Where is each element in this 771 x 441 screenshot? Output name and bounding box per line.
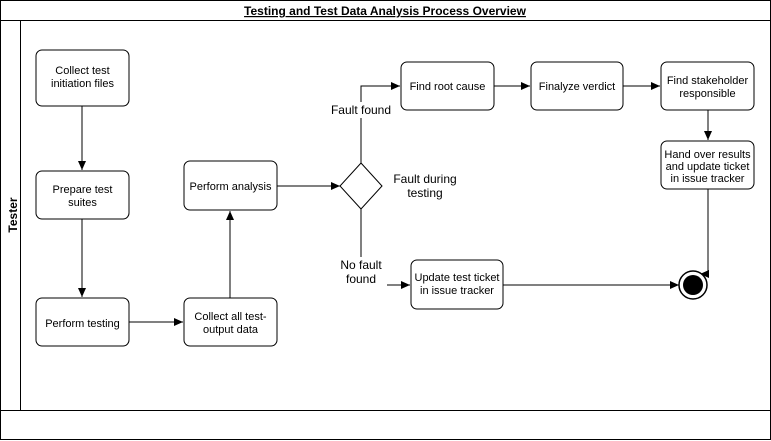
node-label-line: Find stakeholder [667,75,749,87]
node-perform-analysis: Perform analysis [183,160,278,211]
node-finalyze-verdict: Finalyze verdict [530,61,624,111]
node-prepare-test-suites: Prepare test suites [35,170,130,220]
decision-label-line: testing [407,186,442,200]
node-label-line: in issue tracker [671,173,745,185]
node-collect-test-initiation-files: Collect test initiation files [35,49,130,107]
node-label-line: Prepare test [53,184,113,196]
node-label-line: suites [68,197,97,209]
node-label-line: Hand over results [664,149,751,161]
node-label-line: output data [203,324,259,336]
node-label-line: Collect test [55,65,109,77]
edge-label-background [335,257,387,287]
node-label-line: Perform testing [45,318,120,330]
edge-label-no-fault-found: found [346,272,376,286]
end-node [678,270,708,300]
node-hand-over-results: Hand over results and update ticket in i… [660,140,755,190]
edge-label-fault-found: Fault found [331,103,391,117]
node-update-test-ticket: Update test ticket in issue tracker [410,259,504,310]
node-label-line: Collect all test- [194,311,266,323]
node-label-line: Find root cause [410,81,486,93]
edge-label-no-fault-found: No fault [340,258,382,272]
lane-label-tester: Tester [6,197,20,232]
node-label-line: and update ticket [666,161,750,173]
node-find-root-cause: Find root cause [400,61,495,111]
node-find-stakeholder-responsible: Find stakeholder responsible [660,61,755,111]
decision-fault-during-testing [339,162,383,210]
edge-label-background [330,102,394,118]
node-label-line: initiation files [51,78,114,90]
node-perform-testing: Perform testing [35,297,130,347]
diagram-title: Testing and Test Data Analysis Process O… [244,4,527,18]
node-label-line: Perform analysis [190,181,272,193]
node-label-line: responsible [679,88,735,100]
node-collect-all-test-output-data: Collect all test- output data [183,297,278,347]
edge-decision-to-root-cause [360,82,400,163]
decision-label-line: Fault during [393,172,456,186]
node-label-line: in issue tracker [420,285,494,297]
node-label-line: Update test ticket [415,272,500,284]
node-label-line: Finalyze verdict [539,81,615,93]
